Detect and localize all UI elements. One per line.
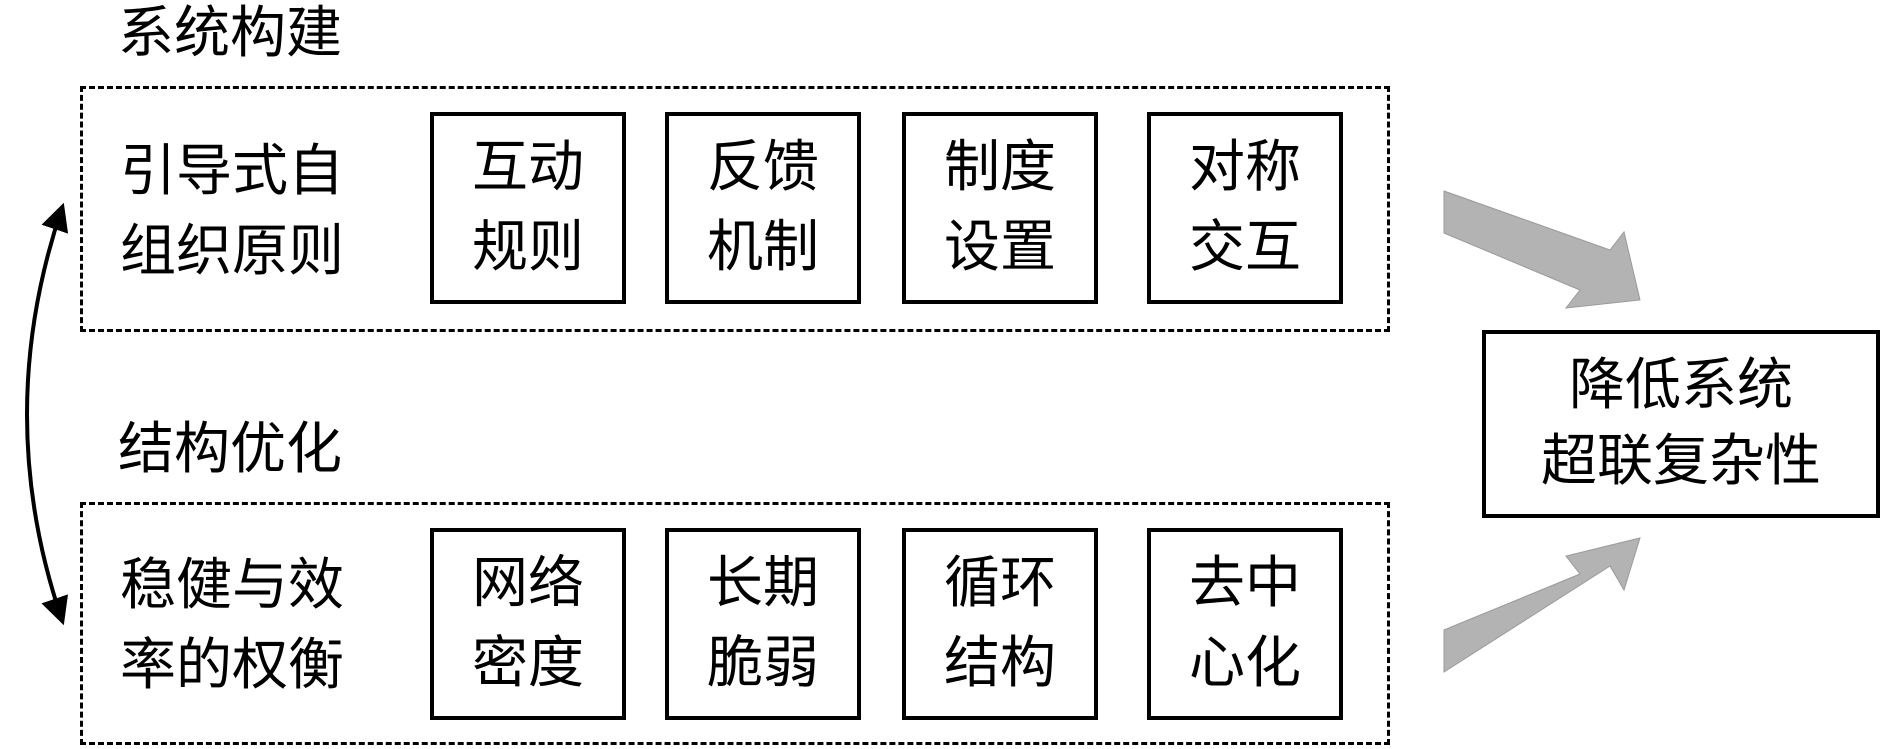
box-interaction-rules: 互动 规则 — [430, 112, 626, 304]
group-frame-structure-optimization — [80, 502, 1390, 745]
upper-gray-arrow — [1443, 190, 1641, 309]
box-line-2: 交互 — [1189, 215, 1301, 280]
box-line-1: 长期 — [707, 551, 819, 616]
box-line-2: 脆弱 — [707, 631, 819, 696]
box-line-1: 互动 — [472, 135, 584, 200]
box-line-1: 反馈 — [707, 135, 819, 200]
result-line-1: 降低系统 — [1569, 353, 1793, 418]
principle-line-1: 引导式自 — [120, 139, 344, 204]
group-frame-system-construction — [80, 86, 1390, 332]
box-institutional-setup: 制度 设置 — [902, 112, 1098, 304]
box-symmetric-interaction: 对称 交互 — [1147, 112, 1343, 304]
box-line-1: 循环 — [944, 551, 1056, 616]
box-line-2: 结构 — [944, 631, 1056, 696]
result-reduce-hyperconnected-complexity: 降低系统 超联复杂性 — [1482, 330, 1880, 518]
principle-line-2: 组织原则 — [120, 219, 344, 284]
box-line-2: 心化 — [1189, 631, 1301, 696]
lower-gray-arrow — [1443, 537, 1641, 673]
principle-line-1: 稳健与效 — [120, 553, 344, 618]
box-line-2: 密度 — [472, 631, 584, 696]
group-title-system-construction: 系统构建 — [118, 1, 342, 66]
box-line-1: 对称 — [1189, 135, 1301, 200]
box-long-term-fragility: 长期 脆弱 — [665, 528, 861, 720]
box-feedback-mechanism: 反馈 机制 — [665, 112, 861, 304]
box-cyclic-structure: 循环 结构 — [902, 528, 1098, 720]
principle-robustness-efficiency-tradeoff: 稳健与效 率的权衡 — [120, 546, 344, 706]
principle-guided-self-organization: 引导式自 组织原则 — [120, 132, 344, 292]
box-line-1: 制度 — [944, 135, 1056, 200]
box-line-2: 机制 — [707, 215, 819, 280]
box-line-2: 设置 — [944, 215, 1056, 280]
result-line-2: 超联复杂性 — [1541, 429, 1821, 494]
group-title-structure-optimization: 结构优化 — [118, 417, 342, 482]
box-line-1: 去中 — [1189, 551, 1301, 616]
box-line-1: 网络 — [472, 551, 584, 616]
bidirectional-curved-arrow — [25, 202, 69, 626]
box-network-density: 网络 密度 — [430, 528, 626, 720]
principle-line-2: 率的权衡 — [120, 633, 344, 698]
box-decentralization: 去中 心化 — [1147, 528, 1343, 720]
box-line-2: 规则 — [472, 215, 584, 280]
